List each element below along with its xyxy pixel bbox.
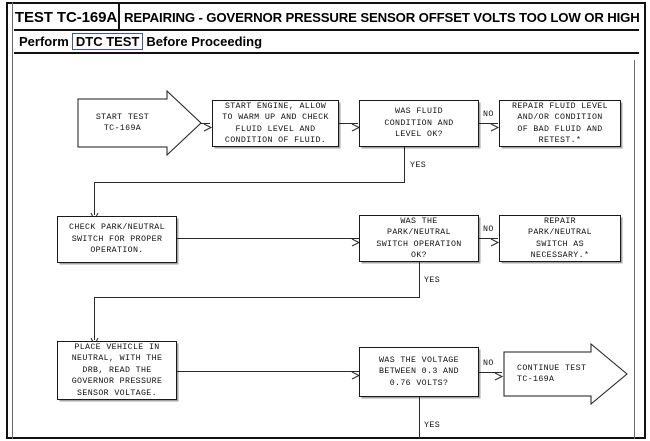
connector-yes3-down [419,397,420,439]
connector-yes2-horizontal [94,297,420,298]
label-yes-1: YES [410,161,427,170]
node-start-test-label: START TEST TC-169A [95,112,150,134]
node-decision-fluid-ok: WAS FLUID CONDITION AND LEVEL OK? [359,100,479,147]
label-yes-3: YES [424,421,441,430]
connector-decision1-to-repair1 [479,123,498,124]
header-title: REPAIRING - GOVERNOR PRESSURE SENSOR OFF… [124,10,640,25]
header-subtitle-row: Perform DTC TEST Before Proceeding [14,31,639,54]
label-no-2: NO [483,225,494,234]
connector-yes2-into-step3 [94,297,95,340]
label-yes-2: YES [424,276,441,285]
node-check-park-neutral: CHECK PARK/NEUTRAL SWITCH FOR PROPER OPE… [57,216,177,263]
connector-step1-to-decision1 [339,123,358,124]
arrowhead-decision2-to-repair2 [490,234,500,252]
node-start-engine: START ENGINE, ALLOW TO WARM UP AND CHECK… [212,100,339,147]
node-start-test: START TEST TC-169A [77,90,202,156]
arrowhead-decision1-to-repair1 [490,119,500,137]
flowchart-canvas: START TEST TC-169A START ENGINE, ALLOW T… [14,56,638,439]
connector-decision3-to-continue [479,372,502,373]
label-no-3: NO [483,359,494,368]
connector-yes1-down [404,147,405,182]
arrowhead-start-to-step1 [203,119,213,137]
node-repair-fluid: REPAIR FLUID LEVEL AND/OR CONDITION OF B… [499,100,621,147]
node-decision-voltage-range: WAS THE VOLTAGE BETWEEN 0.3 AND 0.76 VOL… [359,347,479,397]
connector-step3-to-decision3 [177,371,359,372]
subtitle-suffix: Before Proceeding [146,34,263,49]
frame-inner-left-rule [12,2,13,439]
node-continue-test-label: CONTINUE TEST TC-169A [517,363,587,385]
connector-yes1-into-step2 [94,182,95,215]
header-test-number: TEST TC-169A [14,4,120,31]
node-decision-switch-ok: WAS THE PARK/NEUTRAL SWITCH OPERATION OK… [359,215,479,262]
subtitle-prefix: Perform [19,34,69,49]
connector-step2-to-decision2 [177,238,359,239]
connector-yes2-down [419,262,420,297]
node-place-vehicle-neutral: PLACE VEHICLE IN NEUTRAL, WITH THE DRB, … [57,341,177,400]
node-continue-test: CONTINUE TEST TC-169A [503,343,628,405]
node-repair-switch: REPAIR PARK/NEUTRAL SWITCH AS NECESSARY.… [499,215,621,262]
header-row-top [14,4,639,31]
frame-inner-right-rule [634,60,635,439]
connector-start-to-step1 [201,123,210,124]
connector-yes1-horizontal [94,182,405,183]
dtc-test-link[interactable]: DTC TEST [71,33,144,50]
arrowhead-decision3-to-continue [494,368,504,386]
connector-decision2-to-repair2 [479,238,498,239]
label-no-1: NO [483,110,494,119]
